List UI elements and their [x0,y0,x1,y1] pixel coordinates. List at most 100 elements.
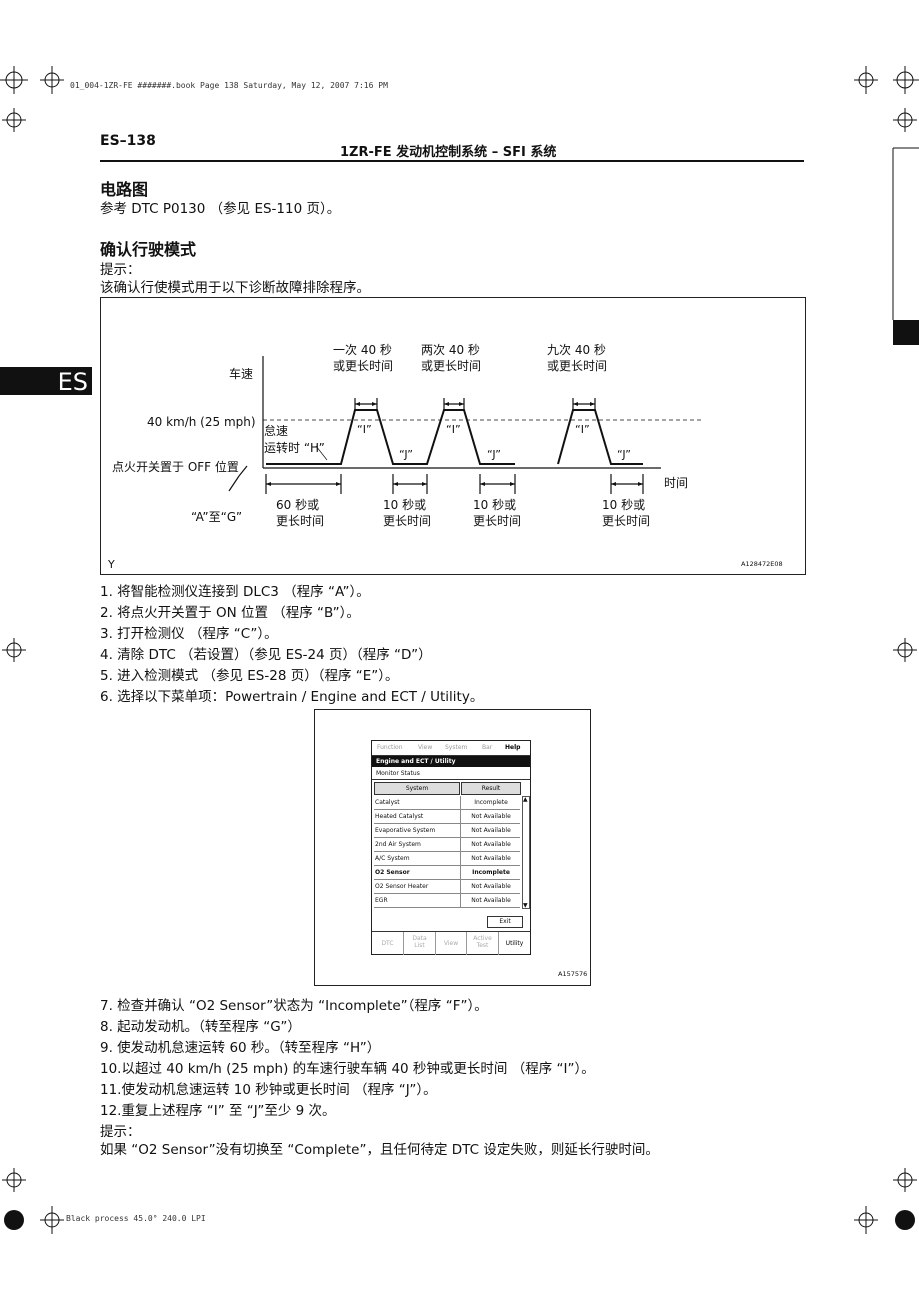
page-number: ES–138 [100,133,156,149]
menu-bar: Function View System Bar Help [372,741,530,756]
page-title: 1ZR-FE 发动机控制系统 – SFI 系统 [340,145,557,160]
row-system: Catalyst [375,799,400,806]
tab-active-test[interactable]: Active Test [467,932,499,955]
table-row[interactable]: Evaporative System Not Available [374,824,520,838]
exit-label: Exit [499,918,511,925]
table-row[interactable]: Catalyst Incomplete [374,796,520,810]
step-12: 12.重复上述程序 “I” 至 “J”至少 9 次。 [100,1103,336,1119]
menu-function[interactable]: Function [377,744,403,751]
label-top1-b: 或更长时间 [333,359,393,373]
mark-j-1: “J” [399,448,413,461]
tab-dtc[interactable]: DTC [372,932,404,955]
row-result: Not Available [471,841,511,848]
hint-text: 该确认行使模式用于以下诊断故障排除程序。 [100,280,370,296]
label-speed: 车速 [229,366,253,381]
section-heading-drive-pattern: 确认行驶模式 [100,240,197,259]
print-footer: Black process 45.0° 240.0 LPI [66,1214,206,1223]
table-row[interactable]: 2nd Air System Not Available [374,838,520,852]
label-bot2-a: 10 秒或 [383,498,426,512]
label-idle-2: 运转时 “H” [264,440,325,455]
col-header-result[interactable]: Result [461,782,521,795]
screen-tab-bar: DTC Data List View Active Test Utility [372,931,530,955]
label-top2-b: 或更长时间 [421,359,481,373]
row-result: Incomplete [474,799,508,806]
label-ignition-off: 点火开关置于 OFF 位置 [112,459,239,474]
menu-system[interactable]: System [445,744,468,751]
print-info: 01_004-1ZR-FE #######.book Page 138 Satu… [70,81,388,90]
scroll-down-icon[interactable]: ▼ [523,902,528,909]
tab-utility[interactable]: Utility [505,940,524,947]
step-1: 1. 将智能检测仪连接到 DLC3 （程序 “A”）。 [100,584,370,600]
drive-pattern-chart: 车速 40 km/h (25 mph) 怠速 运转时 “H” 点火开关置于 OF… [107,343,783,571]
table-row-selected[interactable]: O2 Sensor Incomplete [374,866,520,880]
row-system: O2 Sensor [375,869,410,876]
row-system: Heated Catalyst [375,813,424,820]
label-bot3-a: 10 秒或 [473,498,516,512]
tab-view[interactable]: View [436,932,467,955]
row-system: 2nd Air System [375,841,421,848]
table-row[interactable]: O2 Sensor Heater Not Available [374,880,520,894]
step-3: 3. 打开检测仪 （程序 “C”）。 [100,626,278,642]
mark-i-1: “I” [357,423,372,436]
screen-subtitle: Monitor Status [372,768,530,780]
step-8: 8. 起动发动机。（转至程序 “G”） [100,1019,301,1035]
row-result: Not Available [471,827,511,834]
row-system: A/C System [375,855,410,862]
mark-j-3: “J” [617,448,631,461]
section-heading-circuit: 电路图 [100,180,149,199]
monitor-status-label: Monitor Status [376,770,420,777]
label-bot1-b: 更长时间 [276,514,324,528]
row-result: Incomplete [472,869,510,876]
mark-j-2: “J” [487,448,501,461]
mark-i-2: “I” [446,423,461,436]
table-row[interactable]: A/C System Not Available [374,852,520,866]
hint-label: 提示： [100,262,141,278]
step-9: 9. 使发动机怠速运转 60 秒。（转至程序 “H”） [100,1040,381,1056]
step-11: 11.使发动机怠速运转 10 秒钟或更长时间 （程序 “J”）。 [100,1082,437,1098]
label-time: 时间 [664,476,688,490]
col-header-system[interactable]: System [374,782,460,795]
final-hint-label: 提示： [100,1124,141,1140]
exit-button[interactable]: Exit [487,916,523,928]
step-10: 10.以超过 40 km/h (25 mph) 的车速行驶车辆 40 秒钟或更长… [100,1061,595,1077]
label-bot4-a: 10 秒或 [602,498,645,512]
label-a-to-g: “A”至“G” [191,510,242,524]
step-6: 6. 选择以下菜单项：Powertrain / Engine and ECT /… [100,689,484,705]
label-top2-a: 两次 40 秒 [421,343,480,357]
row-system: EGR [375,897,388,904]
label-top3-b: 或更长时间 [547,359,607,373]
menu-bar-item[interactable]: Bar [482,744,493,751]
row-result: Not Available [471,855,511,862]
step-5: 5. 进入检测模式 （参见 ES-28 页）（程序 “E”）。 [100,668,399,684]
scroll-up-icon[interactable]: ▲ [523,796,528,803]
mark-i-3: “I” [575,423,590,436]
col-system-label: System [405,785,429,792]
screen-title: Engine and ECT / Utility [376,758,456,765]
screen-figure-code: A157576 [558,970,588,978]
label-bot3-b: 更长时间 [473,514,521,528]
label-bot4-b: 更长时间 [602,514,650,528]
header-rule [100,160,804,162]
tab-data-list[interactable]: Data List [404,932,436,955]
label-top1-a: 一次 40 秒 [333,343,392,357]
row-result: Not Available [471,883,511,890]
row-system: O2 Sensor Heater [375,883,429,890]
tester-screen: Function View System Bar Help Engine and… [371,740,531,955]
col-result-label: Result [481,785,501,792]
row-result: Not Available [471,897,511,904]
scrollbar[interactable]: ▲ ▼ [522,796,530,909]
label-top3-a: 九次 40 秒 [547,343,606,357]
row-system: Evaporative System [375,827,436,834]
label-idle-1: 怠速 [264,424,288,438]
step-4: 4. 清除 DTC （若设置）（参见 ES-24 页）（程序 “D”） [100,647,432,663]
table-row[interactable]: EGR Not Available [374,894,520,908]
step-2: 2. 将点火开关置于 ON 位置 （程序 “B”）。 [100,605,360,621]
diagram-corner-mark: Y [107,558,115,571]
section-tab-label: ES [57,368,88,396]
label-bot2-b: 更长时间 [383,514,431,528]
menu-help[interactable]: Help [505,744,521,751]
section-tab: ES [0,367,92,396]
menu-view[interactable]: View [418,744,433,751]
